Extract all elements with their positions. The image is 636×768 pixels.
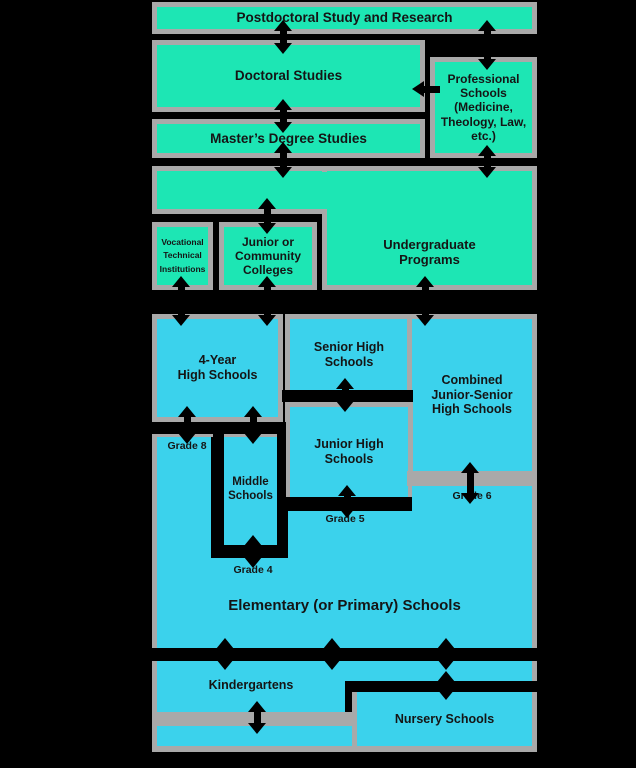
nursery-strip-left-border <box>152 726 157 752</box>
kindergarten-right-border <box>532 661 537 681</box>
flow-arrow-hs-undergrad <box>416 276 434 326</box>
flow-arrow-4year-colleges <box>258 276 276 326</box>
nursery-left-border <box>352 692 357 746</box>
flow-arrow-professional-doctoral-shaft <box>424 86 440 93</box>
flow-arrow-kg-elem-2 <box>323 638 341 670</box>
box-professional-schools: Professional Schools (Medicine, Theology… <box>430 57 537 158</box>
connector-bar-middle-bottom <box>211 545 286 558</box>
elementary-base <box>157 558 532 648</box>
flow-arrow-masters-doctoral <box>274 99 292 133</box>
label-elementary: Elementary (or Primary) Schools <box>228 597 461 615</box>
flow-arrow-kg-elem-3 <box>437 638 455 670</box>
flow-arrow-strip-kg <box>248 701 266 734</box>
flow-arrow-doctoral-postdoctoral <box>274 20 292 54</box>
label-kindergartens: Kindergartens <box>208 678 294 693</box>
undergraduate-seam-patch <box>327 172 532 214</box>
box-vocational-technical: Vocational Technical Institutions <box>152 222 213 290</box>
divider-kindergarten-strip <box>152 712 353 726</box>
flow-arrow-professional-postdoctoral <box>478 20 496 70</box>
flow-arrow-elem-4year <box>178 406 196 444</box>
flow-arrow-elem-juniorhigh <box>338 485 356 518</box>
connector-bar-elementary-kindergarten <box>152 648 537 661</box>
box-junior-high-schools: Junior High Schools <box>285 402 413 497</box>
label-undergraduate: Undergraduate Programs <box>383 236 476 267</box>
flow-arrow-undergrad-masters <box>274 142 292 178</box>
nursery-right-border <box>532 692 537 752</box>
connector-bar-middle-right <box>277 422 286 558</box>
flow-arrow-4year-vocational <box>172 276 190 326</box>
box-combined-junior-senior: Combined Junior-Senior High Schools <box>407 314 537 471</box>
flow-arrow-undergrad-professional <box>478 145 496 178</box>
elementary-right-border <box>532 486 537 654</box>
flow-arrow-professional-doctoral-head <box>412 81 424 97</box>
undergraduate-seam-patch2 <box>322 172 328 209</box>
box-postdoctoral: Postdoctoral Study and Research <box>152 2 537 34</box>
flow-arrow-middle-4year <box>244 406 262 444</box>
connector-bar-kindergarten-nursery <box>345 681 636 692</box>
flow-arrow-kg-elem-1 <box>216 638 234 670</box>
box-middle-schools <box>224 434 277 545</box>
elementary-left-column <box>157 437 211 558</box>
elementary-mid-column <box>288 511 412 558</box>
flow-arrow-elem-middle <box>244 535 262 568</box>
flow-arrow-junior-senior <box>336 378 354 412</box>
flow-arrow-elem-combined <box>461 462 479 504</box>
nursery-bottom-border <box>152 746 537 752</box>
connector-bar-middle-left <box>211 422 224 558</box>
box-four-year-high-schools: 4-Year High Schools <box>152 314 283 422</box>
elementary-left-border <box>152 434 157 654</box>
label-middle-schools: Middle Schools <box>228 475 273 502</box>
flow-arrow-colleges-undergrad <box>258 198 276 234</box>
kindergarten-left-border <box>152 661 157 726</box>
flow-arrow-nursery-kg <box>437 671 455 700</box>
label-nursery-schools: Nursery Schools <box>394 711 495 726</box>
